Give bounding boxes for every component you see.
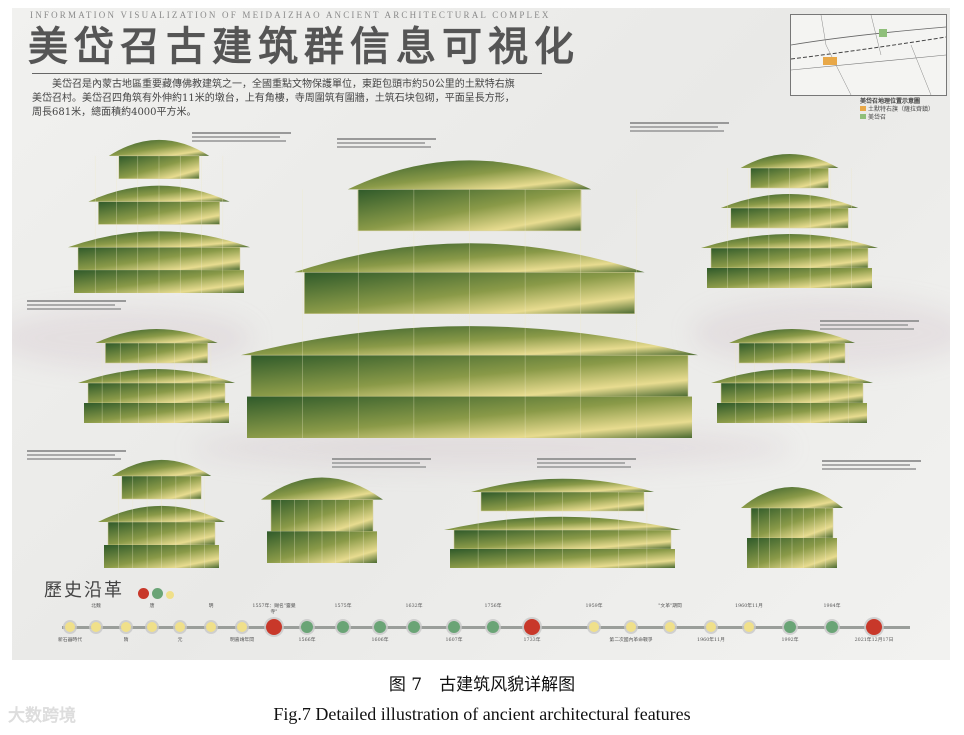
timeline-event-dot[interactable] — [175, 622, 185, 632]
timeline-event-label: 元 — [177, 638, 183, 643]
left-pavilion-illustration — [78, 329, 235, 423]
timeline-event-label: 唐 — [149, 604, 155, 609]
annotation-text-block — [332, 456, 442, 470]
timeline-event-dot[interactable] — [408, 621, 420, 633]
timeline-event-dot[interactable] — [374, 621, 386, 633]
history-dot-green — [152, 588, 163, 599]
roof-tier — [95, 329, 218, 343]
building-illustrations — [68, 139, 878, 568]
timeline-event-label: 2021年12月17日 — [854, 638, 894, 643]
right-pavilion-illustration — [701, 154, 878, 288]
timeline-event-label: 1984年 — [823, 604, 841, 609]
history-dot-yellow — [166, 591, 174, 599]
annotation-text-block — [192, 130, 302, 144]
figure-caption-cn: 图 7 古建筑风貌详解图 — [388, 675, 576, 695]
timeline-event-label: 北魏 — [91, 604, 101, 609]
roof-tier — [347, 160, 592, 190]
timeline-event-label: 隋 — [123, 638, 129, 643]
timeline-event-dot[interactable] — [665, 622, 675, 632]
gate-tower-illustration — [68, 139, 250, 293]
timeline-event-label: 1959年 — [585, 604, 603, 609]
location-map — [790, 14, 947, 96]
timeline-event-label: 第二次國內革命戰爭 — [609, 638, 653, 643]
timeline-event-label: 1632年 — [405, 604, 423, 609]
timeline-event-dot[interactable] — [826, 621, 838, 633]
timeline-event-label: 1756年 — [484, 604, 502, 609]
left-small-temple-illustration — [98, 459, 225, 568]
history-title: 歷史沿革 — [44, 580, 124, 601]
roof-tier — [471, 478, 654, 492]
timeline-line — [62, 626, 910, 629]
timeline-event-label: 1606年 — [371, 638, 389, 643]
roof-tier — [740, 154, 839, 168]
timeline-event-dot[interactable] — [237, 622, 247, 632]
hall-illustration-2 — [444, 478, 681, 568]
timeline-event-label: 1557年：賜名"靈覺寺" — [252, 604, 296, 615]
timeline-event-dot[interactable] — [301, 621, 313, 633]
timeline-event-dot[interactable] — [147, 622, 157, 632]
timeline-event-label: 1992年 — [781, 638, 799, 643]
timeline-event-label: 1733年 — [523, 638, 541, 643]
timeline-event-dot[interactable] — [121, 622, 131, 632]
title-divider — [32, 73, 542, 74]
timeline-event-dot[interactable] — [337, 621, 349, 633]
timeline-event-dot[interactable] — [784, 621, 796, 633]
intro-paragraph: 美岱召是內蒙古地區重要藏傳佛教建筑之一，全國重點文物保護單位，東距包頭市約50公… — [32, 79, 515, 118]
poster-title: 美岱召古建筑群信息可視化 — [28, 23, 580, 70]
annotation-text-block — [630, 120, 740, 134]
annotation-text-block — [537, 456, 647, 470]
timeline-event-dot[interactable] — [65, 622, 75, 632]
map-legend: 美岱召地理位置示意圖 土默特右旗（薩拉齊鎮） 美岱召 — [860, 98, 948, 122]
annotation-text-block — [27, 448, 137, 462]
right-small-pavilion-illustration — [711, 329, 873, 423]
annotation-text-block — [822, 458, 932, 472]
map-legend-item: 土默特右旗（薩拉齊鎮） — [860, 106, 948, 114]
timeline-event-label: "文革"期間 — [658, 604, 682, 609]
roof-tier — [108, 139, 210, 156]
map-drawing — [790, 14, 947, 96]
timeline-event-label: 1575年 — [334, 604, 352, 609]
timeline-event-label: 1960年11月 — [735, 604, 763, 609]
hall-illustration-3 — [741, 487, 843, 568]
roof-tier — [729, 329, 855, 343]
timeline-event-dot[interactable] — [206, 622, 216, 632]
timeline-event-dot[interactable] — [589, 622, 599, 632]
map-legend-title: 美岱召地理位置示意圖 — [860, 98, 921, 105]
annotation-text-block — [337, 136, 447, 150]
figure-caption-en: Fig.7 Detailed illustration of ancient a… — [273, 704, 691, 724]
roof-tier — [261, 477, 383, 500]
timeline-event-label: 明 — [208, 604, 214, 609]
infographic-poster: INFORMATION VISUALIZATION OF MEIDAIZHAO … — [12, 8, 950, 660]
map-legend-item: 美岱召 — [860, 114, 948, 122]
timeline-event-dot[interactable] — [266, 619, 282, 635]
timeline-event-dot[interactable] — [706, 622, 716, 632]
timeline-event-dot[interactable] — [866, 619, 882, 635]
timeline-event-dot[interactable] — [91, 622, 101, 632]
timeline-event-label: 1960年11月 — [697, 638, 725, 643]
timeline-event-label: 新石器時代 — [58, 638, 82, 643]
timeline-event-dot[interactable] — [487, 621, 499, 633]
timeline-event-label: 明嘉靖年間 — [230, 638, 254, 643]
map-meidaizhao-marker — [879, 29, 887, 37]
timeline-event-dot[interactable] — [448, 621, 460, 633]
poster-subtitle: INFORMATION VISUALIZATION OF MEIDAIZHAO … — [30, 10, 551, 20]
timeline-event-label: 1566年 — [298, 638, 316, 643]
hall-illustration-1 — [261, 477, 383, 563]
roof-tier — [741, 487, 843, 508]
timeline-event-label: 1607年 — [445, 638, 463, 643]
watermark: 大数跨境 — [8, 706, 76, 726]
timeline-event-dot[interactable] — [626, 622, 636, 632]
timeline-event-dot[interactable] — [524, 619, 540, 635]
annotation-text-block — [820, 318, 930, 332]
history-dot-red — [138, 588, 149, 599]
main-hall-illustration — [241, 160, 698, 438]
map-town-marker — [823, 57, 837, 65]
timeline-event-dot[interactable] — [744, 622, 754, 632]
annotation-text-block — [27, 298, 137, 312]
roof-tier — [111, 459, 212, 476]
